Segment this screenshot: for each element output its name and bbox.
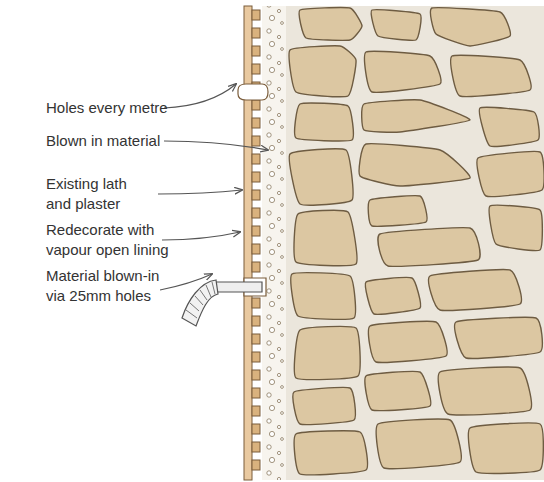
callout-label: Redecorate with vapour open lining xyxy=(46,220,186,260)
stone xyxy=(289,149,353,205)
lath xyxy=(252,298,260,308)
lath xyxy=(252,334,260,344)
lath xyxy=(252,46,260,56)
nozzle xyxy=(214,282,262,292)
stone xyxy=(359,144,470,186)
stone xyxy=(479,107,539,146)
stone xyxy=(489,205,542,250)
lath xyxy=(252,316,260,326)
stone xyxy=(295,103,354,141)
lath xyxy=(252,154,260,164)
stone xyxy=(438,367,531,415)
stone xyxy=(291,273,356,320)
stone xyxy=(378,228,480,267)
stone xyxy=(294,210,357,265)
stone xyxy=(455,317,543,358)
plaster xyxy=(244,6,252,480)
insulation-fill xyxy=(262,6,286,480)
leader-lines xyxy=(158,84,268,290)
insulation-fill-texture xyxy=(262,6,286,480)
stone xyxy=(451,55,531,96)
stone xyxy=(294,431,367,475)
stone xyxy=(468,423,543,473)
lath xyxy=(252,424,260,434)
lath xyxy=(252,352,260,362)
rubble-stones xyxy=(289,8,544,475)
stone xyxy=(362,100,470,132)
lath xyxy=(252,64,260,74)
callout-label: Material blown-in via 25mm holes xyxy=(46,266,174,306)
drill-hole xyxy=(238,84,268,100)
stone xyxy=(365,51,441,92)
lath xyxy=(252,136,260,146)
hose xyxy=(182,280,218,326)
callout-label: Existing lath and plaster xyxy=(46,174,154,214)
laths xyxy=(252,10,260,470)
callout-label: Holes every metre xyxy=(46,98,176,118)
lath xyxy=(252,10,260,20)
lath xyxy=(252,118,260,128)
lath xyxy=(252,244,260,254)
lath xyxy=(252,262,260,272)
lath xyxy=(252,226,260,236)
lath xyxy=(252,406,260,416)
lath xyxy=(252,208,260,218)
stone xyxy=(369,321,447,362)
stone xyxy=(365,371,431,410)
stone xyxy=(477,151,544,196)
stone xyxy=(293,387,355,424)
stone xyxy=(365,278,420,315)
stone xyxy=(368,196,427,227)
stone xyxy=(376,419,461,469)
lath xyxy=(252,388,260,398)
stone xyxy=(299,8,362,41)
stone xyxy=(429,270,522,311)
mortar xyxy=(284,6,544,480)
lath xyxy=(252,28,260,38)
lath xyxy=(252,190,260,200)
lath xyxy=(252,370,260,380)
stone xyxy=(289,46,356,97)
callout-label: Blown in material xyxy=(46,131,176,151)
lath xyxy=(252,442,260,452)
stone xyxy=(430,8,510,46)
stone xyxy=(371,10,421,41)
lath xyxy=(252,172,260,182)
lath xyxy=(252,100,260,110)
lath xyxy=(252,460,260,470)
stone xyxy=(294,326,360,379)
